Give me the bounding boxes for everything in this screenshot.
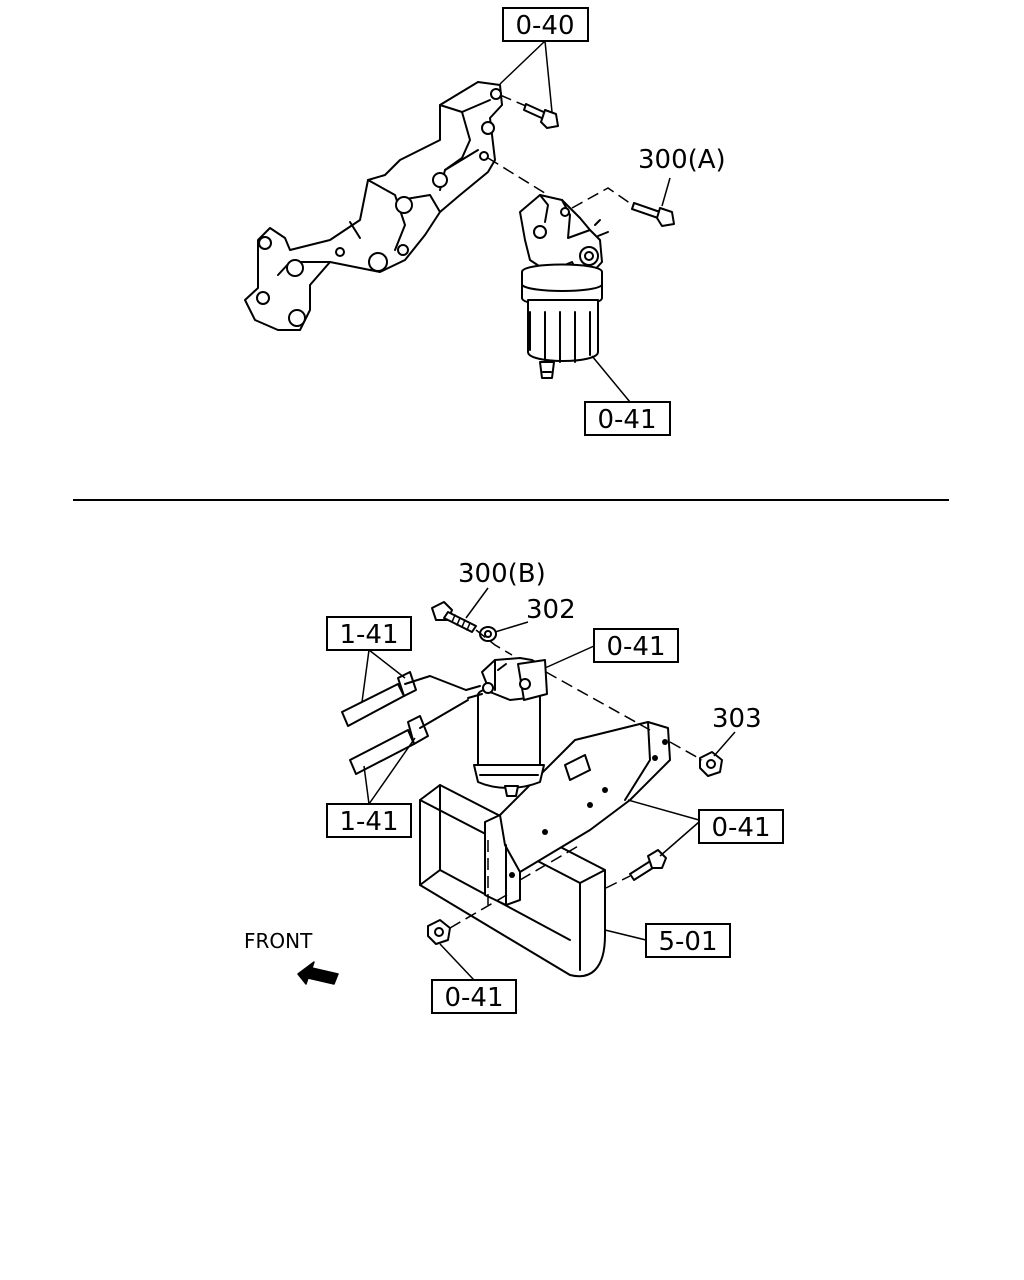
- ref-label-1-41-lower: 1-41: [339, 807, 398, 837]
- assembly-line-top: [487, 157, 549, 196]
- part-label-300a: 300(A): [638, 145, 726, 175]
- ref-label-0-41-bottom: 0-41: [444, 983, 503, 1013]
- bolt-right: [605, 849, 667, 889]
- ref-box-0-41-bottom: [431, 979, 517, 1014]
- leader-0-40: [499, 40, 553, 113]
- ref-box-0-40: [502, 7, 589, 42]
- ref-box-0-41-right: [698, 809, 784, 844]
- part-label-302: 302: [526, 595, 576, 625]
- part-label-300b: 300(B): [458, 559, 546, 589]
- ref-box-0-41-top: [584, 401, 671, 436]
- ref-label-0-41-top: 0-41: [597, 405, 656, 435]
- leader-302: [494, 621, 529, 633]
- front-label: FRONT: [244, 929, 313, 953]
- nut-303: [669, 741, 723, 777]
- top-view: 0-40 300(A) 0-41: [244, 7, 726, 436]
- fuel-hoses: [341, 671, 469, 775]
- ref-label-1-41-upper: 1-41: [339, 620, 398, 650]
- fuel-filter-bottom: [465, 657, 548, 797]
- bolt-300b: [431, 601, 477, 633]
- assembly-line-frame: [487, 840, 581, 905]
- bottom-view: 300(B) 302 0-41 303 1-41 1-41 0-41 5-01 …: [244, 559, 784, 1014]
- leader-0-41-right: [627, 799, 700, 857]
- ref-label-0-40: 0-40: [515, 11, 574, 41]
- assembly-line-bracket: [545, 671, 651, 731]
- leader-300a: [661, 177, 671, 207]
- front-arrow-icon: [297, 961, 339, 985]
- ref-box-0-41-upper: [593, 628, 679, 663]
- leader-0-41-upper: [544, 645, 595, 669]
- leader-300b: [465, 587, 489, 619]
- part-label-303: 303: [712, 704, 762, 734]
- bolt-0-40: [499, 94, 559, 129]
- nut-bottom: [427, 892, 511, 945]
- leader-1-41-lower: [363, 737, 416, 805]
- leader-0-41-top: [591, 355, 631, 403]
- engine-bracket: [244, 81, 503, 331]
- bolt-300a: [571, 187, 675, 227]
- ref-label-5-01: 5-01: [658, 927, 717, 957]
- leader-5-01: [604, 929, 647, 941]
- ref-label-0-41-right: 0-41: [711, 813, 770, 843]
- ref-box-5-01: [645, 923, 731, 958]
- washer-302: [475, 626, 513, 656]
- fuel-filter-top: [519, 194, 609, 379]
- leader-1-41-upper: [361, 649, 406, 703]
- leader-0-41-bottom: [439, 943, 475, 981]
- ref-box-1-41-lower: [326, 803, 412, 838]
- leader-303: [713, 731, 736, 757]
- ref-label-0-41-upper: 0-41: [606, 632, 665, 662]
